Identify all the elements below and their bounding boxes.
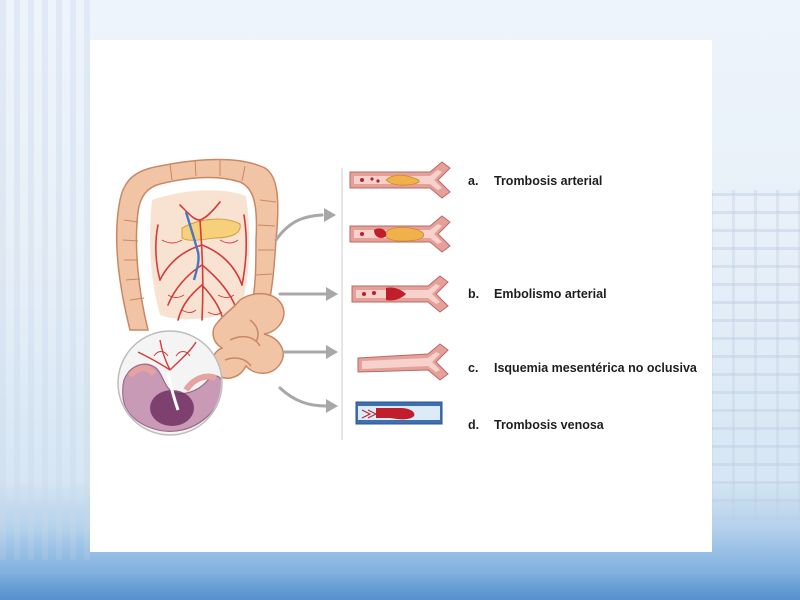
embolus	[386, 287, 406, 301]
vessel-b	[351, 275, 449, 313]
thrombus-large	[383, 226, 425, 242]
small-intestine	[211, 293, 285, 379]
mesenteric-ischemia-diagram	[116, 158, 451, 440]
labels-column: a. Trombosis arterial b. Embolismo arter…	[468, 40, 708, 552]
vessel-a1	[349, 161, 451, 199]
label-a-text: Trombosis arterial	[494, 174, 603, 188]
vessel-c	[357, 343, 449, 381]
label-c-letter: c.	[468, 361, 479, 375]
label-b-letter: b.	[468, 287, 480, 301]
pancreas	[181, 218, 241, 241]
venous-clot	[376, 408, 415, 420]
arrow-a	[274, 213, 324, 242]
label-d-text: Trombosis venosa	[494, 418, 604, 432]
slide-panel: a. Trombosis arterial b. Embolismo arter…	[90, 40, 712, 552]
background-pattern-right	[710, 190, 800, 520]
label-d: d. Trombosis venosa	[468, 415, 604, 435]
label-c: c. Isquemia mesentérica no oclusiva	[468, 358, 697, 378]
thrombus	[385, 174, 420, 186]
arrow-d	[278, 386, 328, 408]
label-a: a. Trombosis arterial	[468, 171, 602, 191]
mesenteric-vein	[184, 211, 200, 281]
label-b: b. Embolismo arterial	[468, 284, 607, 304]
vessel-d	[355, 401, 443, 425]
label-c-text: Isquemia mesentérica no oclusiva	[494, 361, 697, 375]
label-a-letter: a.	[468, 174, 479, 188]
label-b-text: Embolismo arterial	[494, 287, 607, 301]
background-pattern-left	[0, 0, 90, 560]
arrow-right-icon	[274, 208, 338, 413]
label-d-letter: d.	[468, 418, 480, 432]
intestine-illustration	[116, 158, 285, 436]
vessel-a2	[349, 215, 451, 253]
